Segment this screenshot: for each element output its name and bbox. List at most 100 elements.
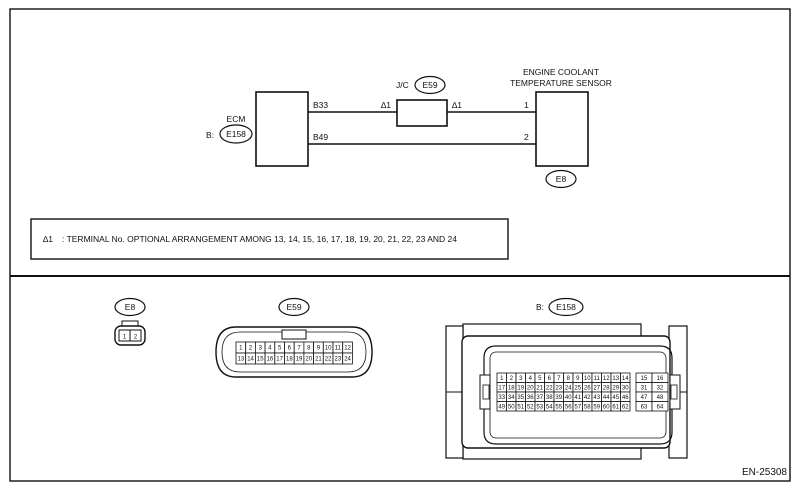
- e59-pin-label: 9: [317, 346, 321, 352]
- e158-side-pin-label: 47: [641, 395, 648, 401]
- note-box: [30, 218, 509, 260]
- sensor-terminal-1: 1: [524, 100, 529, 110]
- e158-pin-label: 3: [519, 376, 523, 382]
- e158-pin-label: 46: [622, 395, 629, 401]
- note-text: : TERMINAL No. OPTIONAL ARRANGEMENT AMON…: [62, 234, 457, 244]
- e158-pin-label: 56: [565, 404, 572, 410]
- e158-pin-label: 58: [584, 404, 591, 410]
- jc-right-mark: ∆1: [452, 100, 462, 110]
- e158-pin-label: 30: [622, 385, 629, 391]
- e158-pin-label: 10: [584, 376, 591, 382]
- e158-right-lock-tab: [670, 384, 678, 400]
- e158-prefix: B:: [536, 302, 544, 312]
- e59-pin-label: 11: [335, 346, 342, 352]
- e158-pin-label: 5: [538, 376, 542, 382]
- connector-e8: E8 1 2: [114, 297, 146, 346]
- e59-badge: [278, 297, 310, 317]
- e158-side-pin-label: 64: [657, 404, 664, 410]
- e59-pin-label: 17: [276, 357, 283, 363]
- e158-id: E158: [556, 302, 576, 312]
- sensor-connector-badge: [545, 169, 577, 189]
- e158-badge: [548, 297, 584, 317]
- e158-pin-label: 23: [555, 385, 562, 391]
- e158-inner-shell: [483, 345, 673, 445]
- jc-left-mark: ∆1: [381, 100, 391, 110]
- jc-connector-id: E59: [422, 80, 437, 90]
- e59-pin-label: 10: [325, 346, 332, 352]
- e59-pin-label: 14: [247, 357, 254, 363]
- e158-pin-label: 62: [622, 404, 629, 410]
- e158-pin-label: 18: [508, 385, 515, 391]
- e59-pin-label: 8: [307, 346, 311, 352]
- e158-pin-label: 49: [498, 404, 505, 410]
- wiring-upper: [308, 111, 536, 145]
- ecm-terminal-b33: B33: [313, 100, 328, 110]
- e158-pin-label: 39: [555, 395, 562, 401]
- e158-pin-label: 53: [536, 404, 543, 410]
- e59-pin-label: 7: [297, 346, 301, 352]
- sensor-terminal-2: 2: [524, 132, 529, 142]
- e8-badge: [114, 297, 146, 317]
- e158-pin-label: 54: [546, 404, 553, 410]
- e158-pin-label: 43: [593, 395, 600, 401]
- ecm-terminal-b49: B49: [313, 132, 328, 142]
- jc-box: [396, 99, 448, 127]
- e158-pin-label: 40: [565, 395, 572, 401]
- e158-pin-label: 36: [527, 395, 534, 401]
- ecm-connector-prefix: B:: [206, 130, 214, 140]
- e158-pin-label: 51: [517, 404, 524, 410]
- e59-latch: [281, 329, 307, 340]
- e59-pin-label: 4: [268, 346, 272, 352]
- e59-pin-label: 22: [325, 357, 332, 363]
- e158-pin-label: 13: [612, 376, 619, 382]
- e158-pin-label: 26: [584, 385, 591, 391]
- e158-side-cell: [651, 401, 669, 412]
- e59-pin-label: 15: [257, 357, 264, 363]
- jc-connector-badge: [414, 75, 446, 95]
- e59-pin-label: 1: [239, 346, 243, 352]
- e59-pin-label: 13: [238, 357, 245, 363]
- e158-pin-label: 44: [603, 395, 610, 401]
- e158-pin-label: 41: [574, 395, 581, 401]
- e158-pin-label: 9: [576, 376, 580, 382]
- e158-pin-label: 29: [612, 385, 619, 391]
- e158-pin-label: 61: [612, 404, 619, 410]
- ecm-label: ECM: [227, 114, 246, 124]
- e158-pin-label: 52: [527, 404, 534, 410]
- e158-pin-label: 50: [508, 404, 515, 410]
- e59-pin-label: 24: [344, 357, 351, 363]
- e59-pin-label: 5: [278, 346, 282, 352]
- e158-side-pin-label: 48: [657, 395, 664, 401]
- e158-pin-label: 1: [500, 376, 504, 382]
- e8-pin-1: 1: [123, 335, 127, 341]
- e59-inner-shell: [221, 331, 367, 373]
- ecm-box: [255, 91, 309, 167]
- e158-left-lock-tab: [482, 384, 490, 400]
- e158-pin-label: 24: [565, 385, 572, 391]
- ecm-connector-badge: [219, 124, 253, 144]
- e59-pin-label: 12: [344, 346, 351, 352]
- e158-pin-label: 14: [622, 376, 629, 382]
- e158-pin-label: 17: [498, 385, 505, 391]
- e158-pin-label: 57: [574, 404, 581, 410]
- e158-pin-label: 20: [527, 385, 534, 391]
- e8-id: E8: [125, 302, 136, 312]
- e59-pin-label: 20: [305, 357, 312, 363]
- e158-pin-label: 37: [536, 395, 543, 401]
- e59-pin-label: 23: [335, 357, 342, 363]
- e59-pin-label: 3: [259, 346, 263, 352]
- e59-pin-label: 16: [267, 357, 274, 363]
- e158-pin-label: 2: [510, 376, 514, 382]
- e59-pin-label: 6: [288, 346, 292, 352]
- e158-pin-label: 28: [603, 385, 610, 391]
- e158-pin-label: 34: [508, 395, 515, 401]
- e59-pin-label: 19: [296, 357, 303, 363]
- e59-cell: [342, 352, 353, 365]
- e158-side-pin-label: 16: [657, 376, 664, 382]
- e158-pin-label: 27: [593, 385, 600, 391]
- e158-pin-label: 45: [612, 395, 619, 401]
- e158-pin-label: 33: [498, 395, 505, 401]
